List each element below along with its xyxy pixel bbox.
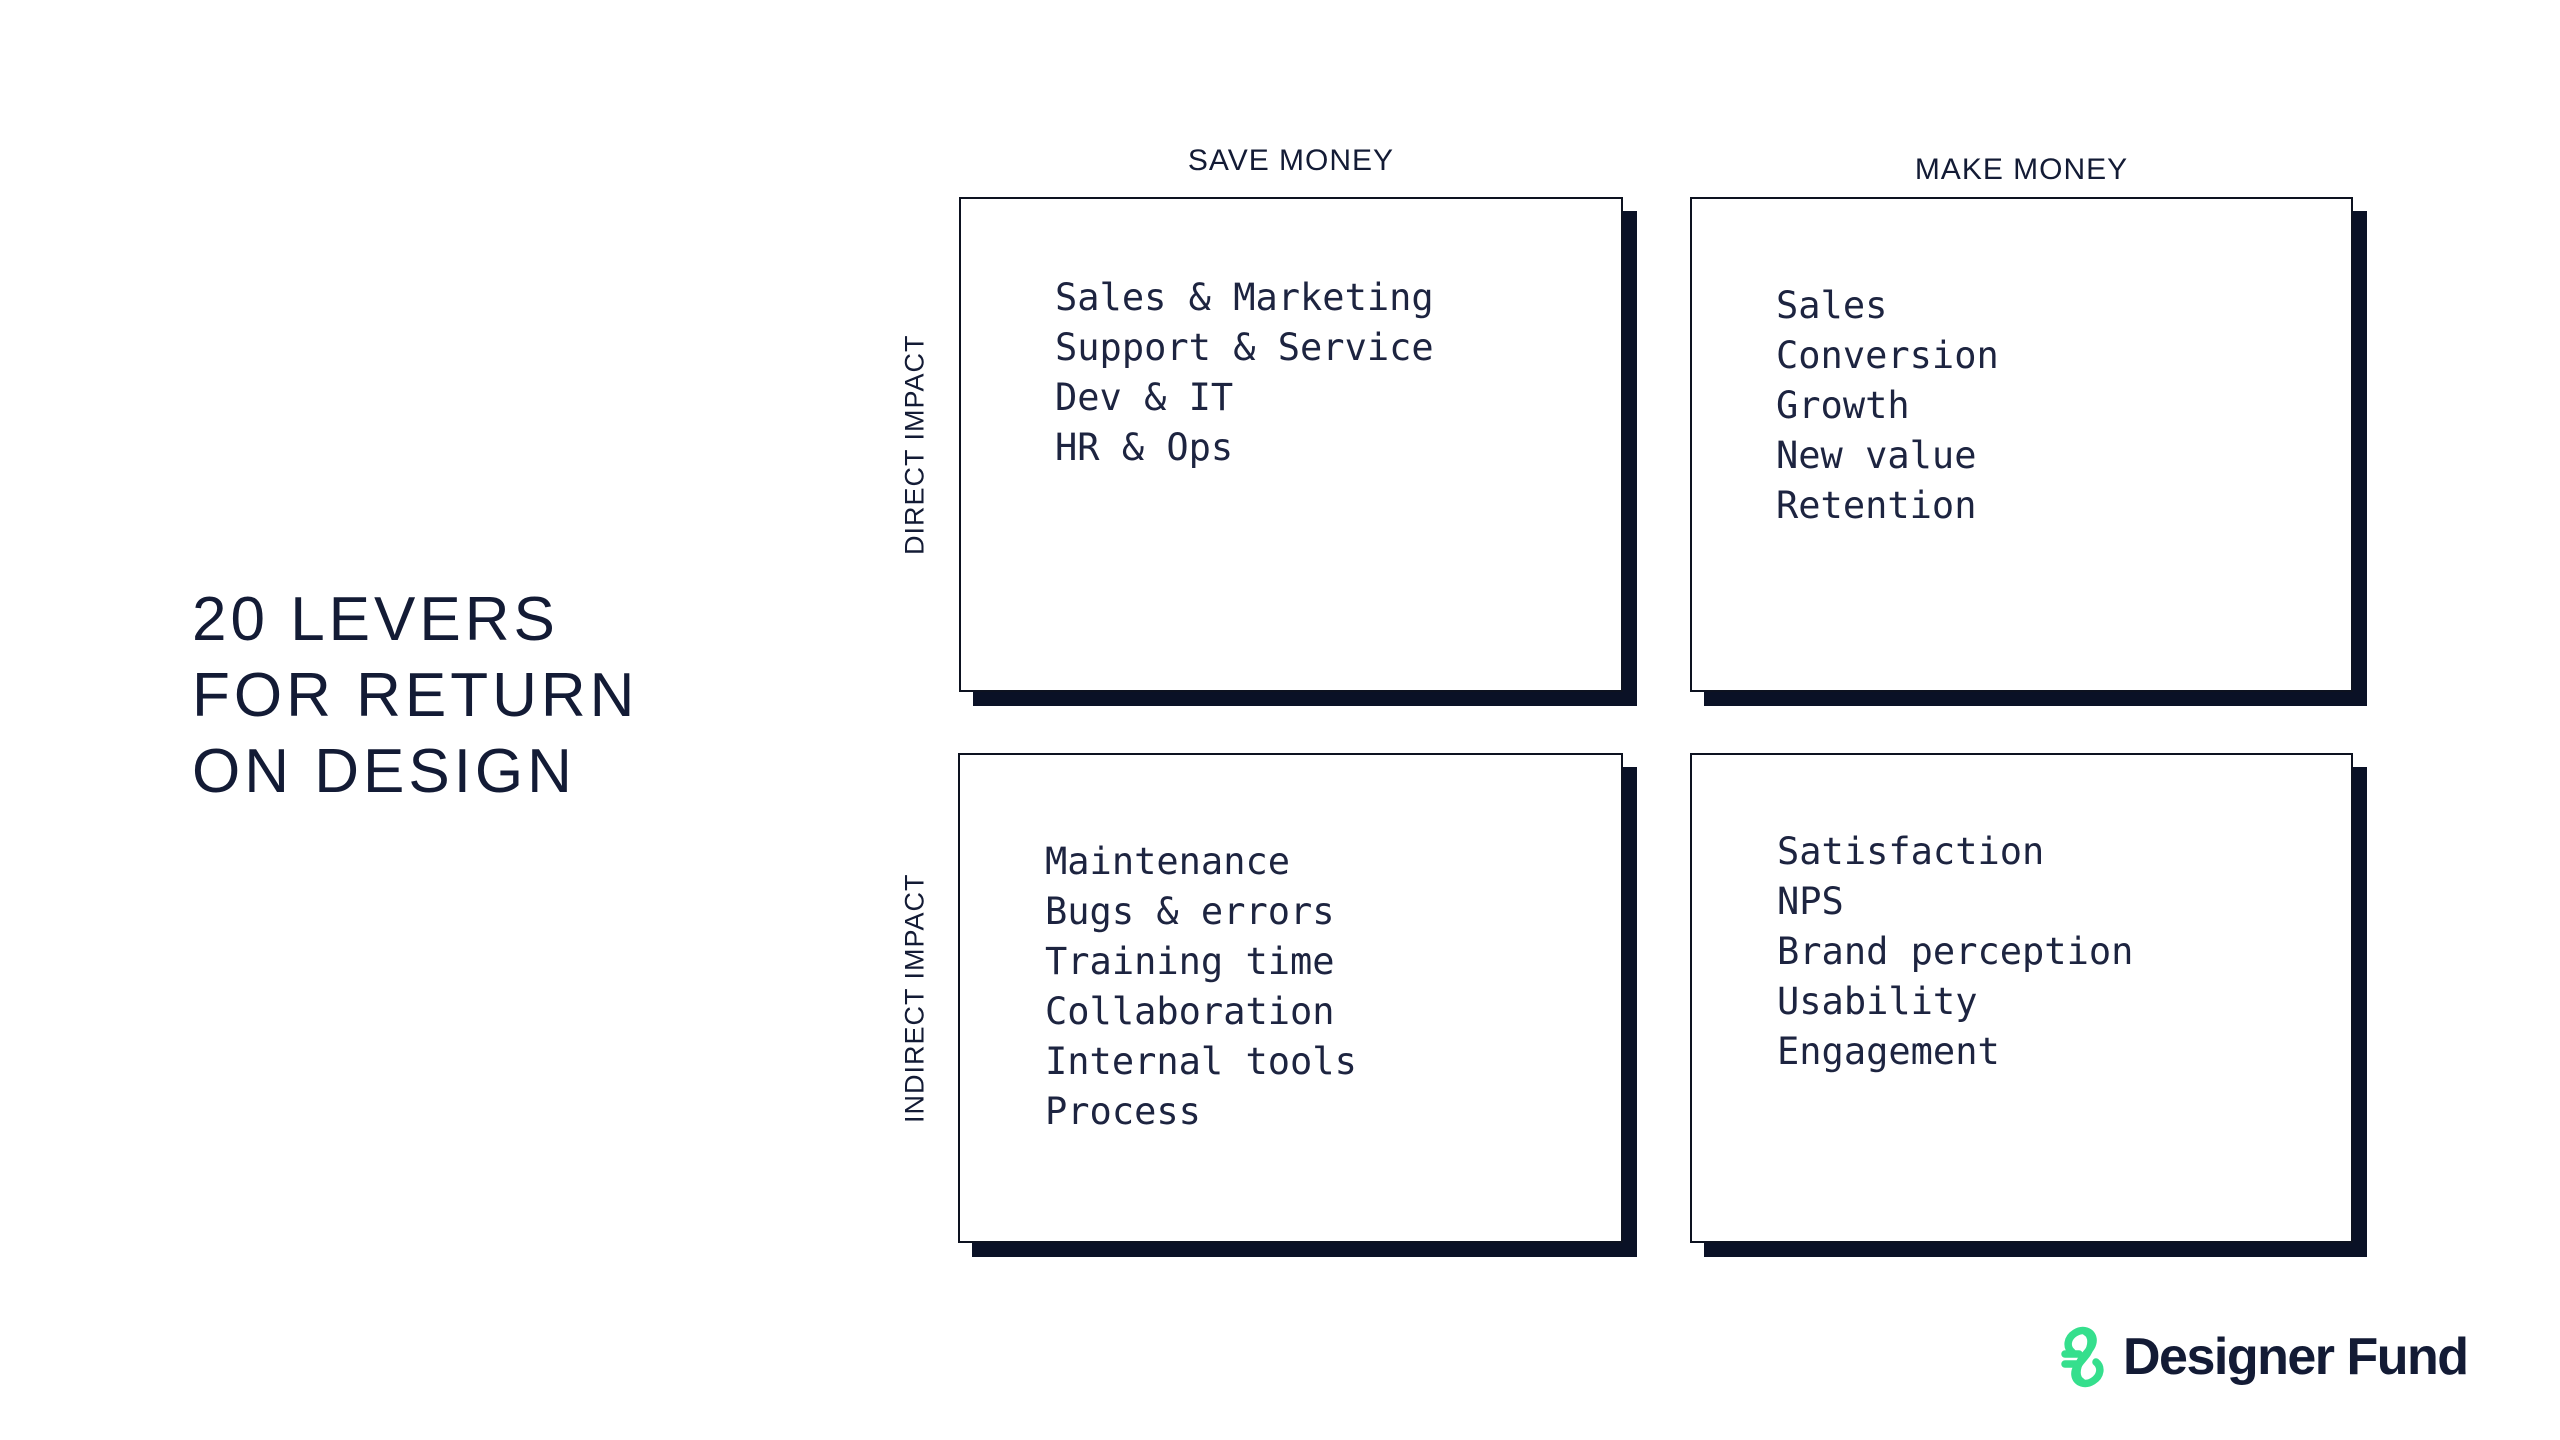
list-item: Maintenance xyxy=(1045,840,1291,883)
list-item: Usability xyxy=(1777,980,1978,1023)
list-item: Training time xyxy=(1045,940,1335,983)
logo-designer-fund: Designer Fund xyxy=(2058,1326,2469,1388)
row-header-indirect-impact: INDIRECT IMPACT xyxy=(899,873,930,1123)
list-item: Engagement xyxy=(1777,1030,2000,1073)
list-item: Sales & Marketing xyxy=(1055,276,1434,319)
list-item: Satisfaction xyxy=(1777,830,2045,873)
list-item: Brand perception xyxy=(1777,930,2134,973)
designer-fund-icon xyxy=(2061,1326,2104,1388)
list-item: Process xyxy=(1045,1090,1201,1133)
list-item: Retention xyxy=(1776,484,1977,527)
page-title-line: ON DESIGN xyxy=(192,737,576,806)
column-header-make-money: MAKE MONEY xyxy=(1914,153,2129,186)
page-title-line: 20 LEVERS xyxy=(192,585,559,654)
list-item: Dev & IT xyxy=(1055,376,1234,419)
list-item: NPS xyxy=(1777,880,1844,923)
list-item: HR & Ops xyxy=(1055,426,1234,469)
list-item: Collaboration xyxy=(1045,990,1335,1033)
logo-wordmark: Designer Fund xyxy=(2123,1328,2469,1386)
list-item: Growth xyxy=(1776,384,1910,427)
list-item: Conversion xyxy=(1776,334,1999,377)
page-title: 20 LEVERS FOR RETURN ON DESIGN xyxy=(192,582,638,810)
column-header-save-money: SAVE MONEY xyxy=(1187,144,1395,177)
list-item: Bugs & errors xyxy=(1045,890,1335,933)
page-title-line: FOR RETURN xyxy=(192,661,639,730)
list-item: Support & Service xyxy=(1055,326,1434,369)
list-item: New value xyxy=(1776,434,1977,477)
list-item: Internal tools xyxy=(1045,1040,1357,1083)
row-header-direct-impact: DIRECT IMPACT xyxy=(899,334,930,555)
list-item: Sales xyxy=(1776,284,1888,327)
